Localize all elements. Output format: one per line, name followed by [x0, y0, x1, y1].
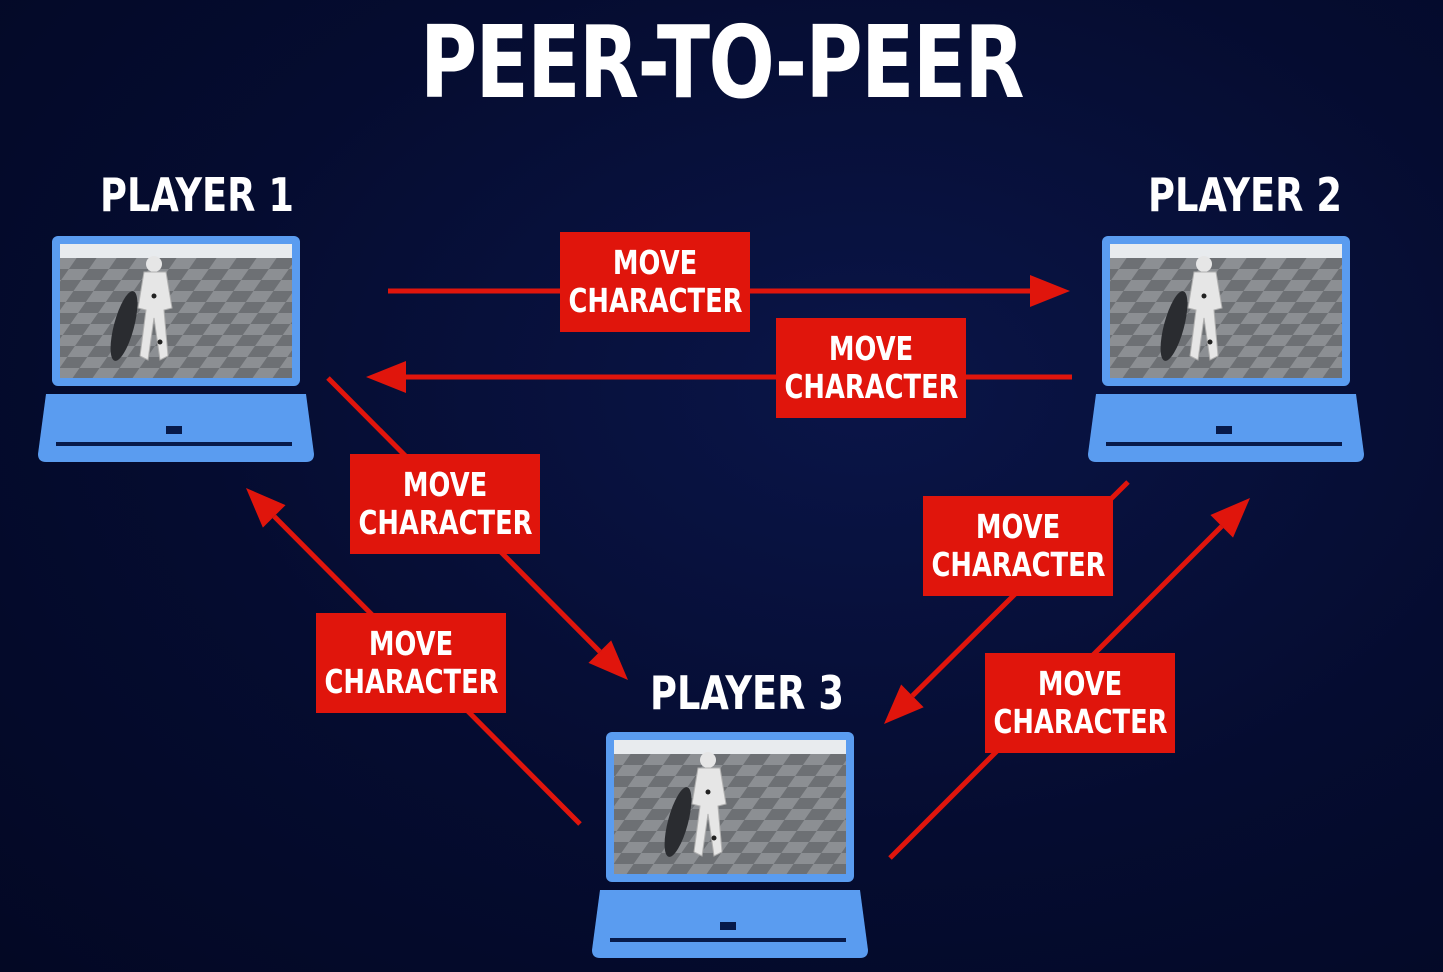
message-line2: CHARACTER	[993, 702, 1167, 741]
message-p3-to-p1: MOVE CHARACTER	[316, 613, 506, 713]
message-p1-to-p2: MOVE CHARACTER	[560, 232, 750, 332]
arrow-head	[884, 684, 924, 724]
message-line1: MOVE	[612, 243, 698, 282]
arrow-head	[588, 640, 628, 680]
message-line1: MOVE	[828, 329, 914, 368]
message-line1: MOVE	[975, 507, 1061, 546]
player-3-label: PLAYER 3	[650, 666, 844, 720]
message-line1: MOVE	[368, 624, 454, 663]
message-line2: CHARACTER	[931, 545, 1105, 584]
message-line2: CHARACTER	[568, 281, 742, 320]
laptop-icon	[37, 235, 315, 463]
message-line2: CHARACTER	[358, 503, 532, 542]
message-line1: MOVE	[1037, 664, 1123, 703]
laptops-layer	[37, 235, 1365, 959]
message-p2-to-p1: MOVE CHARACTER	[776, 318, 966, 418]
diagram-title: PEER-TO-PEER	[419, 4, 1025, 121]
message-line2: CHARACTER	[324, 662, 498, 701]
laptop-icon	[1087, 235, 1365, 463]
arrow-head	[366, 361, 406, 393]
message-p1-to-p3: MOVE CHARACTER	[350, 454, 540, 554]
message-line2: CHARACTER	[784, 367, 958, 406]
message-p2-to-p3: MOVE CHARACTER	[923, 496, 1113, 596]
message-line1: MOVE	[402, 465, 488, 504]
laptop-icon	[591, 731, 869, 959]
arrow-m2	[366, 361, 1072, 393]
arrow-head	[246, 488, 286, 528]
player-2-label: PLAYER 2	[1148, 168, 1342, 222]
message-p3-to-p2: MOVE CHARACTER	[985, 653, 1175, 753]
arrow-head	[1030, 275, 1070, 307]
arrow-head	[1210, 498, 1250, 538]
player-1-label: PLAYER 1	[100, 168, 294, 222]
